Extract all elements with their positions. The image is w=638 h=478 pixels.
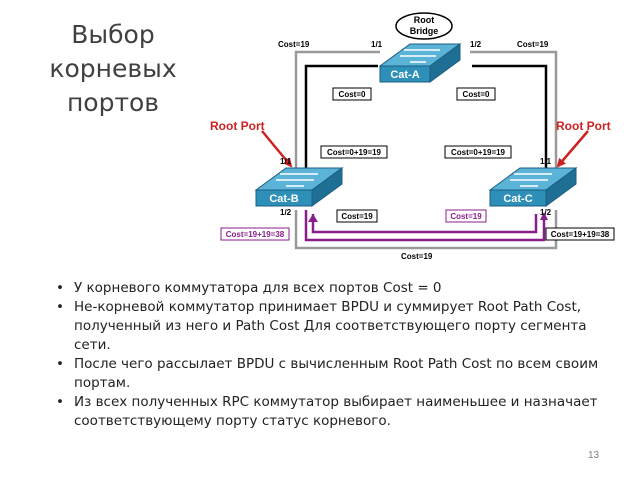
- cost-box: Cost=0: [339, 90, 366, 99]
- switch-cat-a: Cat-A: [378, 43, 462, 83]
- bullet-item: У корневого коммутатора для всех портов …: [56, 279, 626, 298]
- page-number: 13: [588, 450, 600, 461]
- bpdu-arrow-right: [472, 64, 550, 186]
- link-cost-label: Cost=19: [401, 252, 433, 261]
- link-cost-label: Cost=19: [278, 40, 310, 49]
- port-label: 1/1: [371, 40, 383, 49]
- cost-total-box: Cost=19+19=38: [226, 230, 285, 239]
- port-label: 1/1: [280, 157, 292, 166]
- title-line: Выбор: [71, 20, 155, 49]
- link-a-b: [294, 50, 380, 190]
- switch-cat-b: Cat-B: [254, 167, 344, 207]
- bpdu-arrow-b-to-c: [304, 210, 548, 242]
- bullet-item: Не-корневой коммутатор принимает BPDU и …: [56, 298, 626, 355]
- cost-box: Cost=0: [463, 90, 490, 99]
- port-label: 1/2: [470, 40, 482, 49]
- cost-sum-box: Cost=0+19=19: [451, 148, 506, 157]
- port-label: 1/1: [540, 157, 552, 166]
- bullet-item: После чего рассылает BPDU с вычисленным …: [56, 355, 626, 393]
- bpdu-arrow-left: [302, 64, 378, 186]
- bpdu-arrow-c-to-b: [311, 214, 538, 234]
- arrowhead: [308, 214, 318, 222]
- port-label: 1/2: [540, 208, 552, 217]
- root-bridge-ellipse: [395, 12, 453, 40]
- link-b-c: [294, 210, 558, 250]
- root-port-arrow-right: [556, 130, 589, 168]
- root-port-arrow-left: [261, 130, 293, 168]
- title-line: портов: [66, 88, 160, 117]
- port-label: 1/2: [280, 208, 292, 217]
- link-cost-label: Cost=19: [517, 40, 549, 49]
- switch-cat-c: Cat-C: [488, 167, 578, 207]
- bullet-list: У корневого коммутатора для всех портов …: [56, 279, 626, 431]
- switch-label: Cat-C: [503, 193, 532, 205]
- root-port-label: Root Port: [210, 119, 265, 133]
- cost-box: Cost=19: [450, 212, 482, 221]
- title-line: корневых: [49, 54, 177, 83]
- cost-box: Cost=19: [341, 212, 373, 221]
- switch-label: Cat-B: [269, 193, 298, 205]
- root-bridge-label: Root: [414, 15, 435, 25]
- root-port-label: Root Port: [556, 119, 611, 133]
- cost-total-box: Cost=19+19=38: [551, 230, 610, 239]
- switch-label: Cat-A: [390, 69, 419, 81]
- slide-title: Выбор корневых портов: [38, 18, 188, 120]
- root-bridge-label: Bridge: [410, 26, 439, 36]
- cost-sum-box: Cost=0+19=19: [327, 148, 382, 157]
- link-a-c: [470, 50, 558, 190]
- bullet-item: Из всех полученных RPC коммутатор выбира…: [56, 393, 626, 431]
